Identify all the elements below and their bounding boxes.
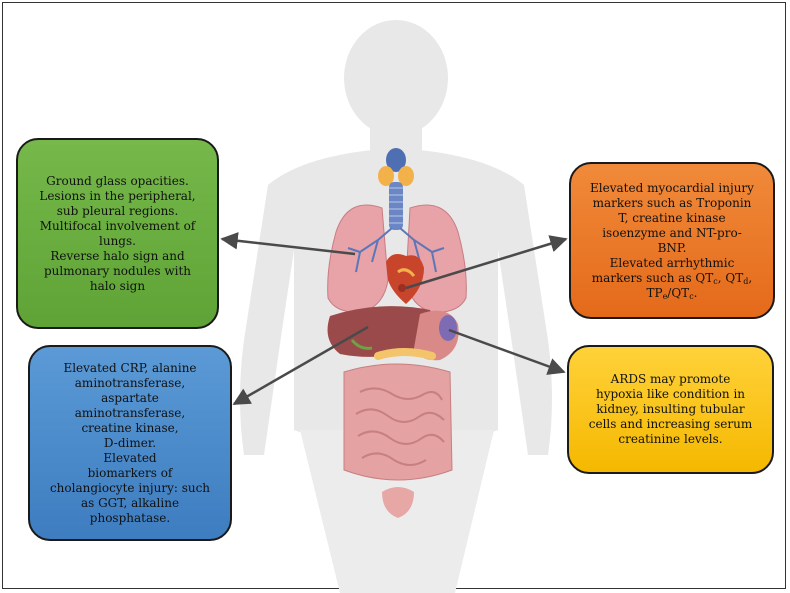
arrow-heart	[405, 235, 568, 290]
text-line: aspartate	[101, 390, 159, 405]
text-line: hypoxia like condition in	[595, 387, 746, 401]
text-line: phosphatase.	[89, 510, 171, 525]
text-line: as GGT, alkaline	[80, 495, 180, 510]
text-line: Elevated myocardial injury	[590, 180, 754, 195]
liver-icon	[327, 306, 434, 357]
text-line: Ground glass opacities.	[46, 173, 189, 188]
lung-findings-box: Ground glass opacities. Lesions in the p…	[16, 138, 219, 329]
text-line: halo sign	[89, 278, 146, 293]
arrow-kidney	[448, 328, 566, 375]
qt-markers-line: markers such as QTc, QTd,	[591, 270, 753, 286]
liver-findings-box: Elevated CRP, alanine aminotransferase, …	[28, 345, 232, 541]
text-line: Elevated CRP, alanine	[63, 360, 197, 375]
text-line: Multifocal involvement of	[39, 218, 196, 233]
intestines-icon	[343, 363, 453, 481]
text-line: Lesions in the peripheral,	[39, 188, 196, 203]
text-line: biomarkers of	[87, 465, 173, 480]
bladder-icon	[382, 487, 414, 518]
text-line: markers such as Troponin	[592, 195, 752, 210]
text-line: cholangiocyte injury: such	[49, 480, 211, 495]
text-line: lungs.	[99, 233, 136, 248]
text-line: BNP.	[657, 240, 687, 255]
text-line: creatinine levels.	[618, 432, 723, 446]
text-line: ARDS may promote	[610, 372, 731, 386]
text-line: Elevated arrhythmic	[609, 255, 735, 270]
kidney-findings-box: ARDS may promote hypoxia like condition …	[567, 345, 774, 474]
text-line: T, creatine kinase	[618, 210, 726, 225]
text-line: cells and increasing serum	[588, 417, 753, 431]
text-line: Reverse halo sign and	[50, 248, 185, 263]
text-line: D-dimer.	[103, 435, 157, 450]
text-line: sub pleural regions.	[56, 203, 179, 218]
kidney-icon	[439, 315, 457, 341]
lungs-icon	[327, 204, 467, 313]
text-line: isoenzyme and NT-pro-	[602, 225, 742, 240]
text-line: aminotransferase,	[74, 375, 186, 390]
arrow-liver	[232, 325, 369, 406]
text-line: aminotransferase,	[74, 405, 186, 420]
arrow-lungs	[220, 232, 356, 256]
pancreas-icon	[374, 348, 436, 360]
text-line: creatine kinase,	[81, 420, 179, 435]
cardiac-findings-box: Elevated myocardial injury markers such …	[569, 162, 775, 319]
text-line: pulmonary nodules with	[44, 263, 191, 278]
heart-icon	[386, 254, 424, 304]
tpe-qt-line: TPe/QTc.	[646, 285, 698, 301]
trachea-icon	[378, 148, 414, 230]
text-line: kidney, insulting tubular	[596, 402, 745, 416]
text-line: Elevated	[103, 450, 157, 465]
